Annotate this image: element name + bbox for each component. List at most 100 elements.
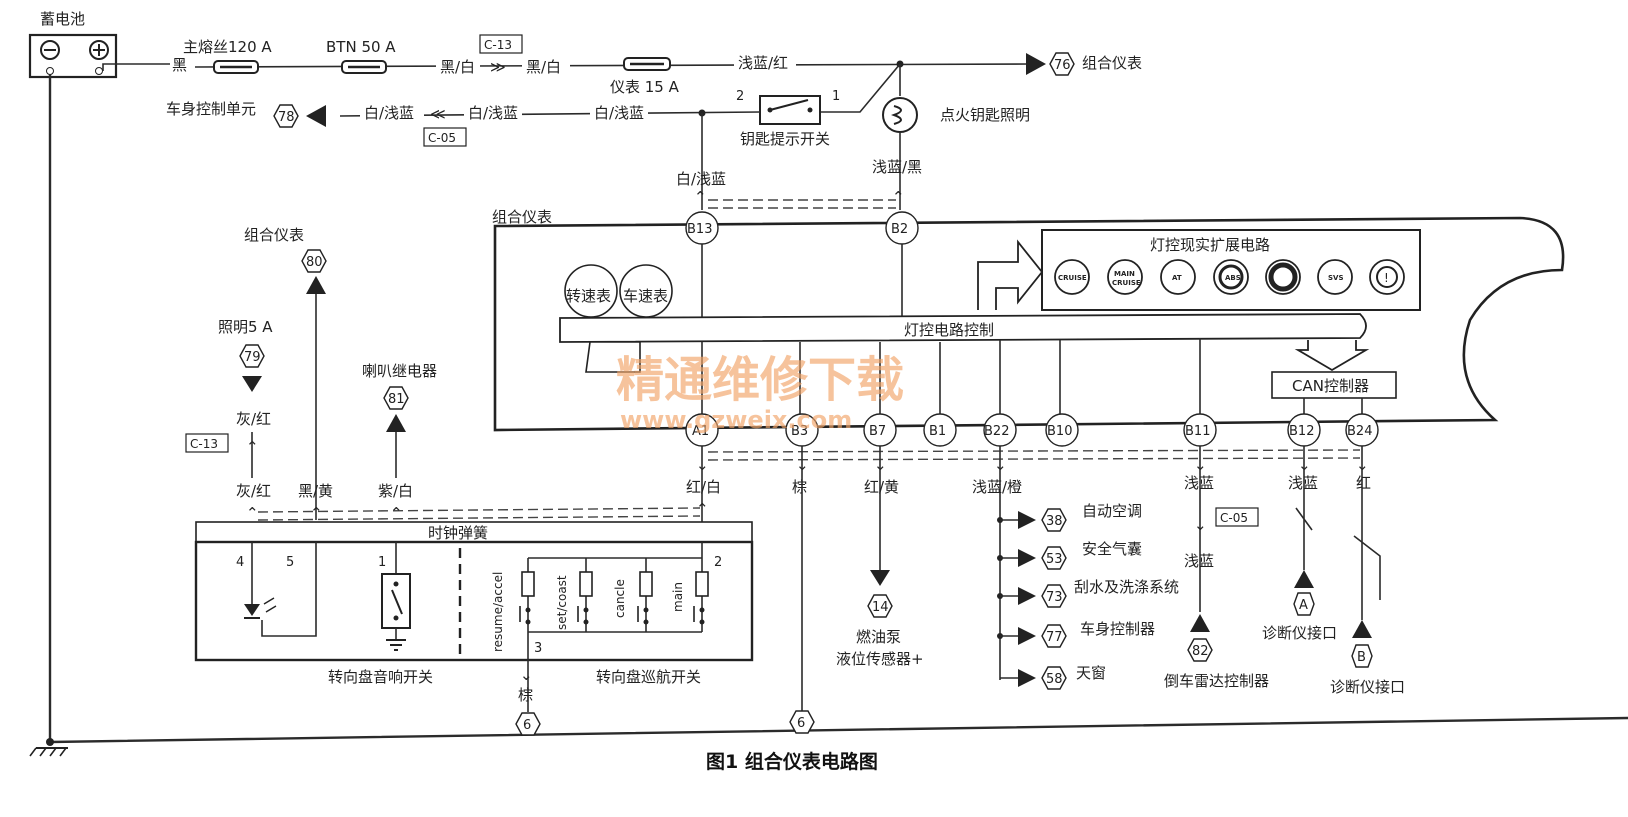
ref-79: 79 bbox=[244, 350, 261, 365]
cruise-pin-3: 3 bbox=[534, 641, 542, 656]
arrow-up-radar-icon bbox=[1190, 614, 1210, 632]
label-light-ctrl: 灯控电路控制 bbox=[904, 321, 994, 339]
branch-sunroof: 58 天窗 bbox=[1000, 664, 1106, 690]
arrow-down-79-icon bbox=[242, 376, 262, 392]
svg-text:B3: B3 bbox=[791, 424, 808, 439]
indicator-at-icon: AT bbox=[1160, 259, 1196, 295]
cruise-cancel-switch bbox=[637, 558, 653, 632]
branch-body-ctrl: 77 车身控制器 bbox=[997, 620, 1155, 648]
combo-meter-box bbox=[493, 216, 1565, 432]
label-fuel-pump-1: 燃油泵 bbox=[856, 628, 901, 646]
wire-lightblue-orange: 浅蓝/橙 bbox=[972, 478, 1022, 496]
arrow-up-81-icon bbox=[386, 414, 406, 432]
steering-switch-box bbox=[194, 540, 754, 662]
svg-text:SVS: SVS bbox=[1328, 274, 1344, 282]
horn-pin-5: 5 bbox=[286, 555, 294, 570]
svg-text:B7: B7 bbox=[869, 424, 886, 439]
arrow-up-80-icon bbox=[306, 276, 326, 294]
wire-purple-white: 紫/白 bbox=[378, 482, 413, 500]
label-resume-accel: resume/accel bbox=[491, 572, 505, 652]
label-diag-b: 诊断仪接口 bbox=[1330, 678, 1405, 696]
svg-text:B13: B13 bbox=[687, 222, 712, 237]
label-key-switch: 钥匙提示开关 bbox=[740, 130, 830, 148]
connector-c05-top: C-05 bbox=[428, 131, 456, 145]
ground-horn-icon bbox=[386, 628, 406, 651]
svg-text:53: 53 bbox=[1046, 552, 1063, 567]
label-cancle: cancle bbox=[613, 579, 627, 618]
label-ignition-light: 点火钥匙照明 bbox=[940, 106, 1030, 124]
wire-gray-red-2: 灰/红 bbox=[236, 482, 271, 500]
ref-6-right: 6 bbox=[797, 716, 805, 731]
svg-text:58: 58 bbox=[1046, 672, 1063, 687]
label-diag-a: 诊断仪接口 bbox=[1262, 624, 1337, 642]
svg-text:⌃: ⌃ bbox=[390, 504, 403, 522]
branch-wiper: 73 刮水及洗涤系统 bbox=[997, 578, 1179, 608]
svg-text:B22: B22 bbox=[984, 424, 1009, 439]
wire-lightblue-b12: 浅蓝 bbox=[1288, 474, 1318, 492]
wire-brown-cruise: 棕 bbox=[518, 686, 533, 704]
watermark-url: www.gzweix.com bbox=[620, 406, 852, 434]
svg-text:刮水及洗涤系统: 刮水及洗涤系统 bbox=[1074, 578, 1179, 596]
pin-b24: B24 bbox=[1345, 413, 1379, 447]
wire-black-white-2: 黑/白 bbox=[526, 58, 561, 76]
lamp-led-icon bbox=[244, 597, 277, 619]
indicator-slip-icon bbox=[1265, 259, 1301, 295]
svg-text:⌄: ⌄ bbox=[520, 666, 533, 684]
caption: 图1 组合仪表电路图 bbox=[706, 750, 878, 773]
ground-icon bbox=[29, 738, 68, 757]
fuse-meter bbox=[623, 57, 671, 71]
branch-auto-ac: 38 自动空调 bbox=[997, 502, 1142, 532]
indicator-abs-icon: ABS bbox=[1213, 259, 1249, 295]
svg-text:⌃: ⌃ bbox=[246, 504, 259, 522]
wire-gray-red-1: 灰/红 bbox=[236, 410, 271, 428]
label-radar: 倒车雷达控制器 bbox=[1164, 672, 1269, 690]
svg-text:AT: AT bbox=[1172, 274, 1182, 282]
fuse-main bbox=[213, 60, 259, 74]
fuse-btn-label: BTN 50 A bbox=[326, 38, 396, 56]
key-reminder-switch bbox=[759, 95, 821, 125]
can-controller-box bbox=[1271, 371, 1397, 399]
cruise-pin-2: 2 bbox=[714, 555, 722, 570]
svg-text:⌃: ⌃ bbox=[310, 504, 323, 522]
svg-text:B1: B1 bbox=[929, 424, 946, 439]
svg-text:B12: B12 bbox=[1289, 424, 1314, 439]
svg-text:!: ! bbox=[1384, 271, 1389, 285]
label-horn-relay: 喇叭继电器 bbox=[362, 362, 437, 380]
wire-white-lightblue-down: 白/浅蓝 bbox=[676, 170, 726, 188]
indicator-svs-icon: SVS bbox=[1317, 259, 1353, 295]
ref-82: 82 bbox=[1192, 644, 1209, 659]
pin-b2: B2 bbox=[885, 211, 919, 245]
ignition-key-light-icon bbox=[882, 97, 918, 133]
wire-white-lightblue-3: 白/浅蓝 bbox=[364, 104, 414, 122]
label-main: main bbox=[671, 582, 685, 612]
conn-chev-c05-b11: ⌄ bbox=[1194, 516, 1207, 534]
label-set-coast: set/coast bbox=[555, 575, 569, 630]
label-horn-switch: 转向盘音响开关 bbox=[328, 668, 433, 686]
svg-text:B11: B11 bbox=[1185, 424, 1210, 439]
label-clock-spring: 时钟弹簧 bbox=[428, 524, 488, 542]
pin-b12: B12 bbox=[1287, 413, 1321, 447]
cruise-main-switch bbox=[693, 558, 709, 632]
key-switch-pin-2: 2 bbox=[736, 89, 744, 104]
ref-14: 14 bbox=[872, 600, 889, 615]
wire-red-yellow: 红/黄 bbox=[864, 478, 899, 496]
battery: 蓄电池 bbox=[28, 10, 118, 79]
ref-a: A bbox=[1299, 598, 1308, 613]
wire-lightblue-radar: 浅蓝 bbox=[1184, 552, 1214, 570]
pin-b10: B10 bbox=[1045, 413, 1079, 447]
label-lighting-fuse: 照明5 A bbox=[218, 318, 273, 336]
pin-b22: B22 bbox=[983, 413, 1017, 447]
svg-text:天窗: 天窗 bbox=[1076, 664, 1106, 682]
arrow-up-diag-a-icon bbox=[1294, 570, 1314, 588]
label-combo-meter-80: 组合仪表 bbox=[244, 226, 304, 244]
indicator-main-cruise-icon: MAIN CRUISE bbox=[1107, 259, 1143, 295]
svg-text:ABS: ABS bbox=[1225, 274, 1241, 282]
ref-6-left: 6 bbox=[523, 718, 531, 733]
pin-b11: B11 bbox=[1183, 413, 1217, 447]
label-fuel-pump-2: 液位传感器+ bbox=[836, 650, 924, 668]
horn-pin-4: 4 bbox=[236, 555, 244, 570]
wire-white-lightblue-1: 白/浅蓝 bbox=[594, 104, 644, 122]
cruise-resume-switch bbox=[519, 571, 535, 625]
arrow-left-icon bbox=[306, 105, 326, 127]
